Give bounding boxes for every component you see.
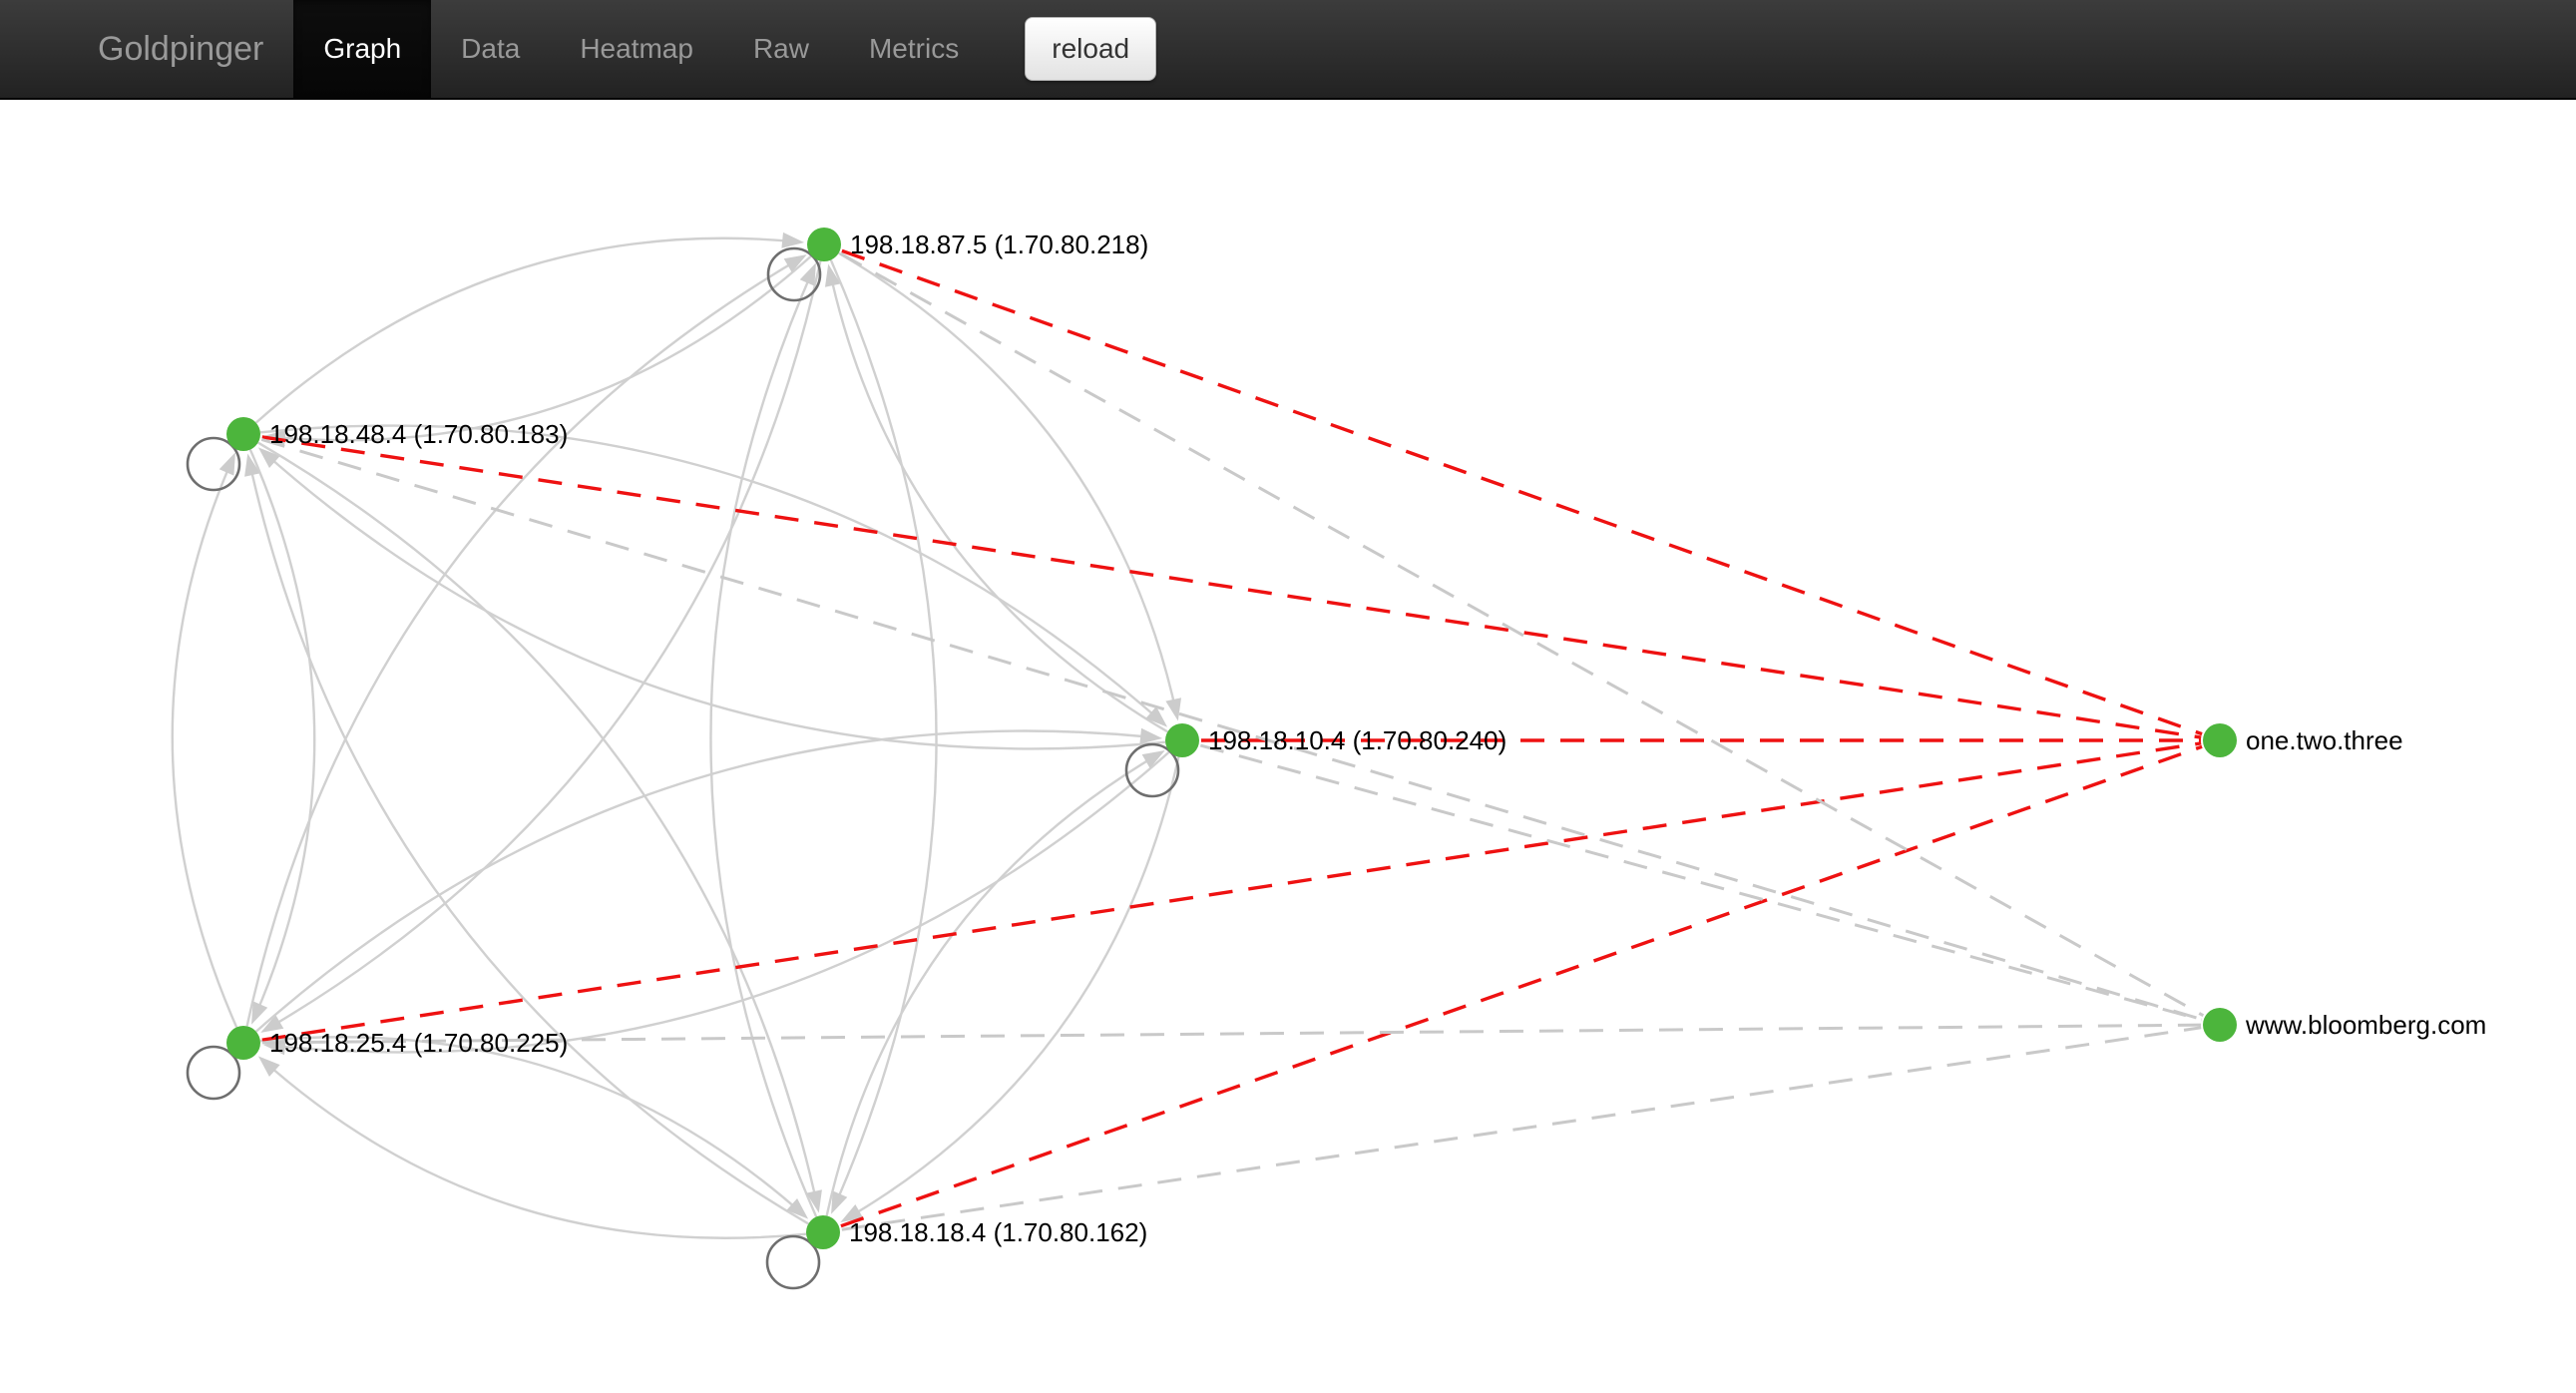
- graph-node-pod-18-4[interactable]: [806, 1215, 840, 1249]
- graph-node-ext-one-two-three[interactable]: [2203, 723, 2237, 757]
- external-check-edge: [839, 251, 2205, 1018]
- pod-ping-edge: [259, 1036, 809, 1219]
- graph-node-ext-bloomberg[interactable]: [2203, 1008, 2237, 1042]
- nav-tabs: Graph Data Heatmap Raw Metrics: [293, 0, 989, 98]
- external-check-edge: [1199, 743, 2203, 1022]
- tab-raw[interactable]: Raw: [752, 33, 809, 64]
- pod-ping-edge: [259, 424, 1168, 727]
- node-label-ext-one-two-three: one.two.three: [2246, 725, 2403, 755]
- pod-ping-edge: [824, 263, 1168, 733]
- graph-area: 198.18.87.5 (1.70.80.218) 198.18.48.4 (1.…: [0, 100, 2576, 1393]
- node-label-pod-10-4: 198.18.10.4 (1.70.80.240): [1208, 725, 1506, 755]
- graph-canvas[interactable]: 198.18.87.5 (1.70.80.218) 198.18.48.4 (1.…: [0, 100, 2576, 1393]
- pod-ping-edge: [262, 254, 813, 447]
- pod-ping-edge: [254, 727, 1163, 1033]
- node-label-pod-18-4: 198.18.18.4 (1.70.80.162): [849, 1217, 1147, 1247]
- graph-node-pod-25-4[interactable]: [226, 1026, 260, 1060]
- self-ping-loop: [766, 246, 822, 302]
- pod-ping-edge: [171, 452, 238, 1028]
- pod-ping-edge: [262, 750, 1171, 1056]
- failed-check-edge: [840, 744, 2203, 1228]
- external-check-edge: [841, 1026, 2202, 1231]
- failed-check-edge: [841, 248, 2203, 736]
- pod-ping-edge: [257, 1056, 807, 1239]
- self-ping-loop: [186, 1045, 241, 1101]
- external-check-edge: [260, 438, 2203, 1021]
- node-label-pod-25-4: 198.18.25.4 (1.70.80.225): [269, 1028, 568, 1058]
- graph-node-pod-10-4[interactable]: [1165, 723, 1199, 757]
- pod-ping-edge: [245, 254, 807, 1027]
- tab-metrics[interactable]: Metrics: [868, 33, 960, 64]
- node-label-pod-48-4: 198.18.48.4 (1.70.80.183): [269, 419, 568, 449]
- pod-ping-edge: [254, 232, 805, 424]
- app-brand: Goldpinger: [98, 30, 264, 68]
- pod-ping-edge: [825, 750, 1165, 1216]
- pod-ping-edge: [257, 447, 1166, 750]
- node-label-pod-87-5: 198.18.87.5 (1.70.80.218): [850, 230, 1148, 259]
- graph-node-pod-48-4[interactable]: [226, 417, 260, 451]
- pod-ping-edge: [244, 453, 809, 1225]
- self-ping-loop: [765, 1234, 821, 1290]
- tab-heatmap[interactable]: Heatmap: [580, 33, 693, 64]
- self-ping-loop: [1124, 742, 1180, 798]
- self-ping-loop: [186, 436, 241, 492]
- failed-check-edge: [261, 435, 2202, 739]
- pod-ping-edge: [709, 262, 818, 1217]
- top-navbar: Goldpinger Graph Data Heatmap Raw Metric…: [0, 0, 2576, 100]
- node-label-ext-bloomberg: www.bloomberg.com: [2245, 1010, 2486, 1040]
- reload-button[interactable]: reload: [1025, 17, 1157, 81]
- pod-ping-edge: [260, 260, 822, 1033]
- graph-node-pod-87-5[interactable]: [807, 228, 841, 261]
- failed-check-edge: [261, 741, 2202, 1042]
- tab-data[interactable]: Data: [461, 33, 521, 64]
- pod-ping-edge: [829, 259, 938, 1214]
- tab-graph[interactable]: Graph: [293, 0, 432, 98]
- external-check-edge: [261, 1023, 2202, 1045]
- pod-ping-edge: [840, 756, 1180, 1222]
- pod-ping-edge: [257, 441, 822, 1213]
- pod-ping-edge: [248, 449, 316, 1025]
- pod-ping-edge: [838, 251, 1182, 721]
